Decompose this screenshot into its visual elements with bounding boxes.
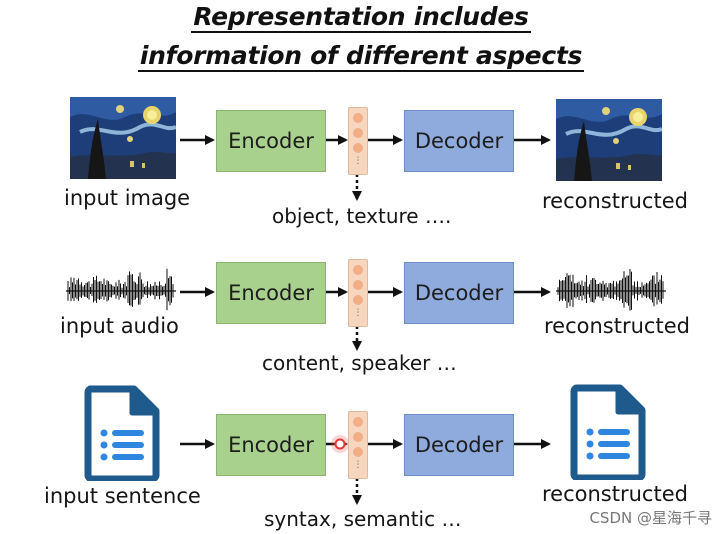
encoder-box-1: Encoder [216,110,326,172]
reconstructed-label-3: reconstructed [542,482,688,506]
caption-3: syntax, semantic … [264,507,462,531]
reconstructed-label-2: reconstructed [544,314,690,338]
reconstructed-label-1: reconstructed [542,189,688,213]
latent-code-3: ⋮ [348,411,368,479]
reconstructed-image-painting-icon [556,99,662,181]
code-ellipsis: ⋮ [353,155,363,165]
decoder-box-3: Decoder [404,414,514,476]
input-image-painting-icon [70,97,176,179]
code-unit [353,113,363,123]
encoder-box-2: Encoder [216,262,326,324]
code-unit [353,280,363,290]
title-line-1: Representation includes [191,2,531,33]
caption-1: object, texture …. [272,204,452,228]
watermark: CSDN @星海千寻 [589,509,712,527]
reconstructed-audio-waveform-icon [556,268,666,311]
decoder-box-1: Decoder [404,110,514,172]
input-document-icon [84,385,160,481]
caption-2: content, speaker … [262,351,457,375]
input-sentence-label: input sentence [44,484,201,508]
latent-code-1: ⋮ [348,107,368,175]
title-line-2: information of different aspects [137,41,585,72]
latent-code-2: ⋮ [348,259,368,327]
decoder-box-2: Decoder [404,262,514,324]
encoder-box-3: Encoder [216,414,326,476]
code-unit [353,265,363,275]
code-unit [353,295,363,305]
code-unit [353,143,363,153]
code-unit [353,417,363,427]
input-image-label: input image [64,186,191,210]
pointer-dot [334,438,346,450]
code-unit [353,128,363,138]
input-audio-waveform-icon [66,268,176,311]
code-unit [353,447,363,457]
input-audio-label: input audio [60,314,179,338]
code-unit [353,432,363,442]
code-ellipsis: ⋮ [353,459,363,469]
reconstructed-document-icon [570,384,646,480]
code-ellipsis: ⋮ [353,307,363,317]
